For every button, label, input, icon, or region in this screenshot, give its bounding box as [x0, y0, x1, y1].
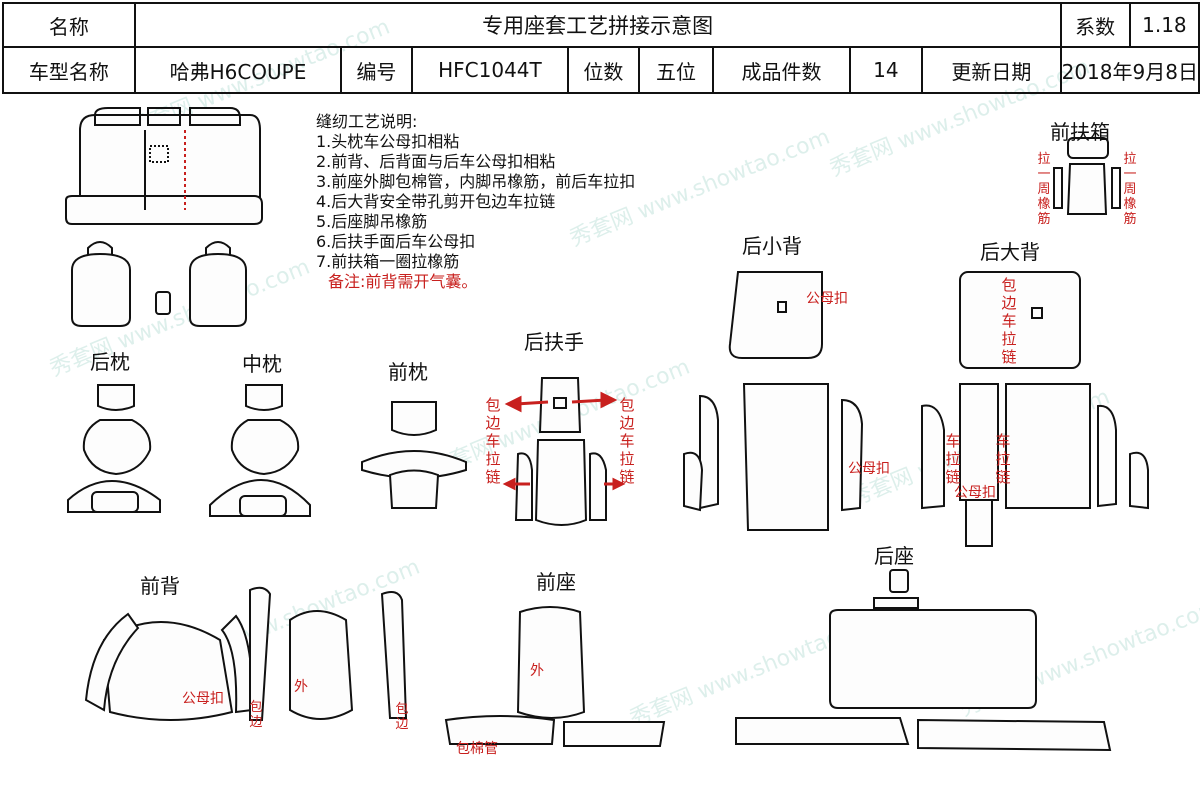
header-table: 名称 专用座套工艺拼接示意图 系数 1.18 车型名称 哈弗H6COUPE 编号…	[2, 2, 1200, 94]
note-item: 6.后扶手面后车公母扣	[316, 232, 476, 251]
small-back-lower-snap-note: 公母扣	[848, 461, 890, 477]
code-value: HFC1044T	[410, 46, 570, 94]
front-back-snap-note: 公母扣	[182, 691, 224, 707]
notes-remark: 备注:前背需开气囊。	[328, 272, 478, 291]
rear-headrest-pattern	[67, 384, 161, 513]
front-back-left-edge-note: 包边	[249, 700, 263, 730]
front-back-outer-note: 外	[294, 679, 308, 695]
section-label-front-back: 前背	[140, 574, 180, 598]
armbox-left-note: 拉一周橡筋	[1037, 152, 1051, 227]
front-headrest-pattern	[361, 401, 467, 509]
section-label-rear-seat: 后座	[874, 544, 914, 568]
armrest-right-zip-note: 包边车拉链	[619, 396, 635, 486]
section-label-rear-headrest: 后枕	[90, 350, 130, 374]
section-label-front-armbox: 前扶箱	[1050, 120, 1110, 144]
section-label-mid-headrest: 中枕	[242, 352, 282, 376]
big-back-zip-note: 包边车拉链	[1001, 276, 1017, 366]
coef-value: 1.18	[1128, 2, 1200, 48]
model-label: 车型名称	[2, 46, 136, 94]
note-item: 5.后座脚吊橡筋	[316, 212, 428, 231]
sewing-notes: 缝纫工艺说明: 1.头枕车公母扣相粘 2.前背、后背面与后车公母扣相粘 3.前座…	[316, 112, 635, 292]
seats-label: 位数	[567, 46, 640, 94]
section-label-rear-small-back: 后小背	[742, 234, 802, 258]
coef-label: 系数	[1059, 2, 1131, 48]
pieces-value: 14	[848, 46, 924, 94]
note-item: 7.前扶箱一圈拉橡筋	[316, 252, 460, 271]
rear-bench-overview	[65, 107, 263, 225]
front-armbox-pattern	[1053, 137, 1121, 215]
rear-seat-pattern	[735, 569, 1112, 752]
note-item: 3.前座外脚包棉管，内脚吊橡筋，前后车拉扣	[316, 172, 636, 191]
armrest-arrows	[502, 391, 626, 491]
rear-small-back-pattern	[683, 271, 864, 531]
seats-value: 五位	[637, 46, 715, 94]
big-back-right-zip-note: 车拉链	[995, 432, 1011, 486]
pieces-label: 成品件数	[712, 46, 851, 94]
page-title: 专用座套工艺拼接示意图	[133, 2, 1062, 48]
front-seat-outer-note: 外	[530, 663, 544, 679]
armrest-left-zip-note: 包边车拉链	[485, 396, 501, 486]
section-label-rear-big-back: 后大背	[980, 240, 1040, 264]
section-label-rear-armrest: 后扶手	[524, 330, 584, 354]
front-seat-overview	[71, 241, 247, 327]
big-back-left-zip-note: 车拉链	[945, 432, 961, 486]
model-value: 哈弗H6COUPE	[133, 46, 343, 94]
front-seat-pattern	[444, 606, 666, 747]
note-item: 1.头枕车公母扣相粘	[316, 132, 460, 151]
date-label: 更新日期	[921, 46, 1062, 94]
small-back-snap-note: 公母扣	[806, 291, 848, 307]
big-back-snap-note: 公母扣	[954, 485, 996, 501]
notes-heading: 缝纫工艺说明:	[316, 112, 418, 131]
note-item: 4.后大背安全带孔剪开包边车拉链	[316, 192, 556, 211]
section-label-front-seat: 前座	[536, 570, 576, 594]
front-seat-foam-note: 包棉管	[456, 741, 498, 757]
armbox-right-note: 拉一周橡筋	[1123, 152, 1137, 227]
front-back-pattern	[84, 586, 408, 721]
mid-headrest-pattern	[209, 384, 311, 517]
section-label-front-headrest: 前枕	[388, 360, 428, 384]
name-label: 名称	[2, 2, 136, 48]
front-back-right-edge-note: 包边	[395, 702, 409, 732]
code-label: 编号	[340, 46, 413, 94]
rear-big-back-pattern	[921, 271, 1149, 547]
date-value: 2018年9月8日	[1059, 46, 1200, 94]
note-item: 2.前背、后背面与后车公母扣相粘	[316, 152, 556, 171]
rear-armrest-pattern	[514, 377, 607, 526]
